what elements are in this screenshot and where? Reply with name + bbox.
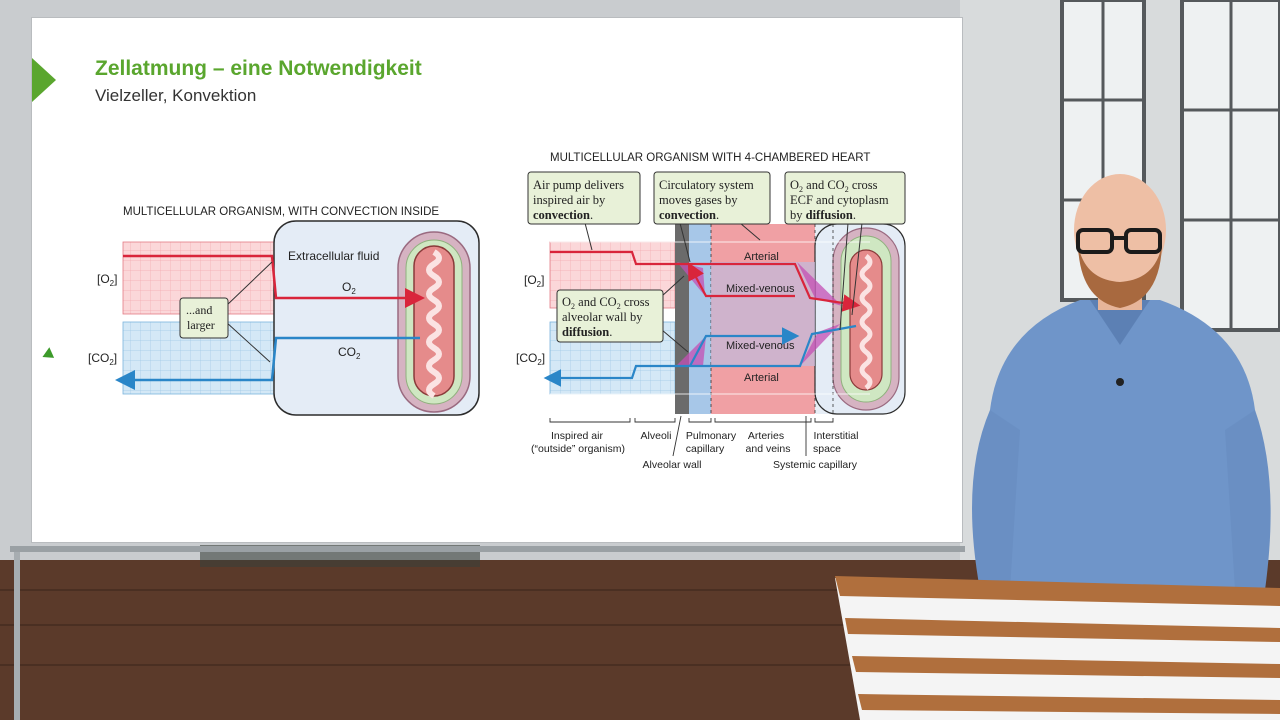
brace-alveoli	[634, 418, 676, 423]
right-mito	[849, 249, 883, 391]
callout-circ-line1: Circulatory system	[659, 178, 754, 192]
brace-pulmonary	[688, 418, 712, 423]
right-o2-return	[687, 262, 795, 298]
callout-pump-line2: inspired air by	[533, 193, 606, 207]
left-ecf-label: Extracellular fluid	[288, 249, 379, 263]
callout-pump-pointer	[584, 222, 593, 251]
left-heading: MULTICELLULAR ORGANISM, WITH CONVECTION …	[123, 206, 439, 218]
callout-alv-box	[556, 289, 664, 343]
label-arteries-2: and veins	[746, 443, 791, 455]
arterial-label-bottom: Arterial	[744, 372, 779, 384]
callout-pump-box	[527, 171, 641, 225]
callout-circ-pointer-b	[739, 222, 761, 241]
callout-circ-pointer-a	[679, 222, 691, 263]
right-co2-axis-label: [CO2]	[516, 351, 545, 367]
callout-alv-line3: diffusion.	[562, 325, 612, 339]
left-callout-box	[179, 297, 229, 339]
mixed-venous-label-top: Mixed-venous	[726, 283, 795, 295]
brace-inspired	[549, 418, 631, 423]
callout-alv-pointer-b	[661, 329, 689, 353]
diffusion-wedge-o2-tissue	[797, 262, 842, 306]
left-co2-axis-label: [CO2]	[88, 351, 117, 367]
diffusion-wedge-co2-lung	[677, 336, 706, 366]
mixed-venous-label-bottom: Mixed-venous	[726, 340, 795, 352]
callout-circ-line3: convection.	[659, 208, 719, 222]
callout-ecf-box	[784, 171, 906, 225]
callout-alv-line1: O2 and CO2 cross	[562, 295, 650, 311]
brace-interstitial	[814, 418, 834, 423]
left-o2-label: O2	[342, 280, 356, 296]
arterial-label-top: Arterial	[744, 251, 779, 263]
mixed-venous-zone	[711, 262, 815, 366]
left-o2-axis-label: [O2]	[97, 272, 117, 288]
brace-arteries	[714, 418, 812, 423]
right-co2-return	[689, 327, 800, 367]
callout-ecf-pointer-b	[851, 222, 863, 316]
left-callout-line1: ...and	[186, 303, 212, 317]
callout-ecf-pointer-a	[839, 222, 849, 331]
label-inspired-1: Inspired air	[551, 430, 603, 442]
callout-ecf-line2: ECF and cytoplasm	[790, 193, 889, 207]
diffusion-wedge-co2-tissue	[800, 324, 840, 366]
callout-pump-line1: Air pump delivers	[533, 178, 624, 192]
label-systemic-capillary: Systemic capillary	[773, 459, 858, 471]
label-interstitial-2: space	[813, 443, 841, 455]
callout-alv-pointer-a	[661, 275, 685, 297]
left-callout-pointer-a	[225, 261, 273, 307]
right-mito-cristae	[859, 254, 873, 390]
whiteboard-rail	[10, 546, 965, 552]
label-alveolar-wall: Alveolar wall	[643, 459, 702, 471]
label-arteries-1: Arteries	[748, 430, 784, 442]
left-o2-arrow	[123, 254, 425, 308]
slide-subtitle: Vielzeller, Konvektion	[95, 86, 257, 105]
left-co2-arrow	[115, 336, 420, 390]
left-mito-cristae	[426, 249, 442, 399]
label-inspired-2: (“outside” organism)	[531, 443, 625, 455]
callout-ecf-line1: O2 and CO2 cross	[790, 178, 878, 194]
whiteboard-leg	[14, 552, 20, 720]
label-interstitial-1: Interstitial	[814, 430, 859, 442]
left-co2-label: CO2	[338, 345, 361, 361]
accent-triangle-icon	[32, 58, 56, 102]
callout-circ-box	[653, 171, 771, 225]
label-alveoli: Alveoli	[641, 430, 672, 442]
left-callout-line2: larger	[187, 318, 215, 332]
callout-alv-line2: alveolar wall by	[562, 310, 643, 324]
right-co2-arrow	[543, 324, 857, 387]
slide-title: Zellatmung – eine Notwendigkeit	[95, 57, 422, 80]
line-alveolar-wall	[672, 415, 682, 457]
callout-pump-line3: convection.	[533, 208, 593, 222]
left-callout-pointer-b	[225, 321, 271, 363]
right-o2-axis-label: [O2]	[524, 273, 544, 289]
right-heading: MULTICELLULAR ORGANISM WITH 4-CHAMBERED …	[550, 152, 870, 164]
label-pulmonary-2: capillary	[686, 443, 725, 455]
callout-circ-line2: moves gases by	[659, 193, 738, 207]
callout-ecf-line3: by diffusion.	[790, 208, 856, 222]
right-o2-arrow	[550, 250, 861, 312]
label-pulmonary-1: Pulmonary	[686, 430, 737, 442]
